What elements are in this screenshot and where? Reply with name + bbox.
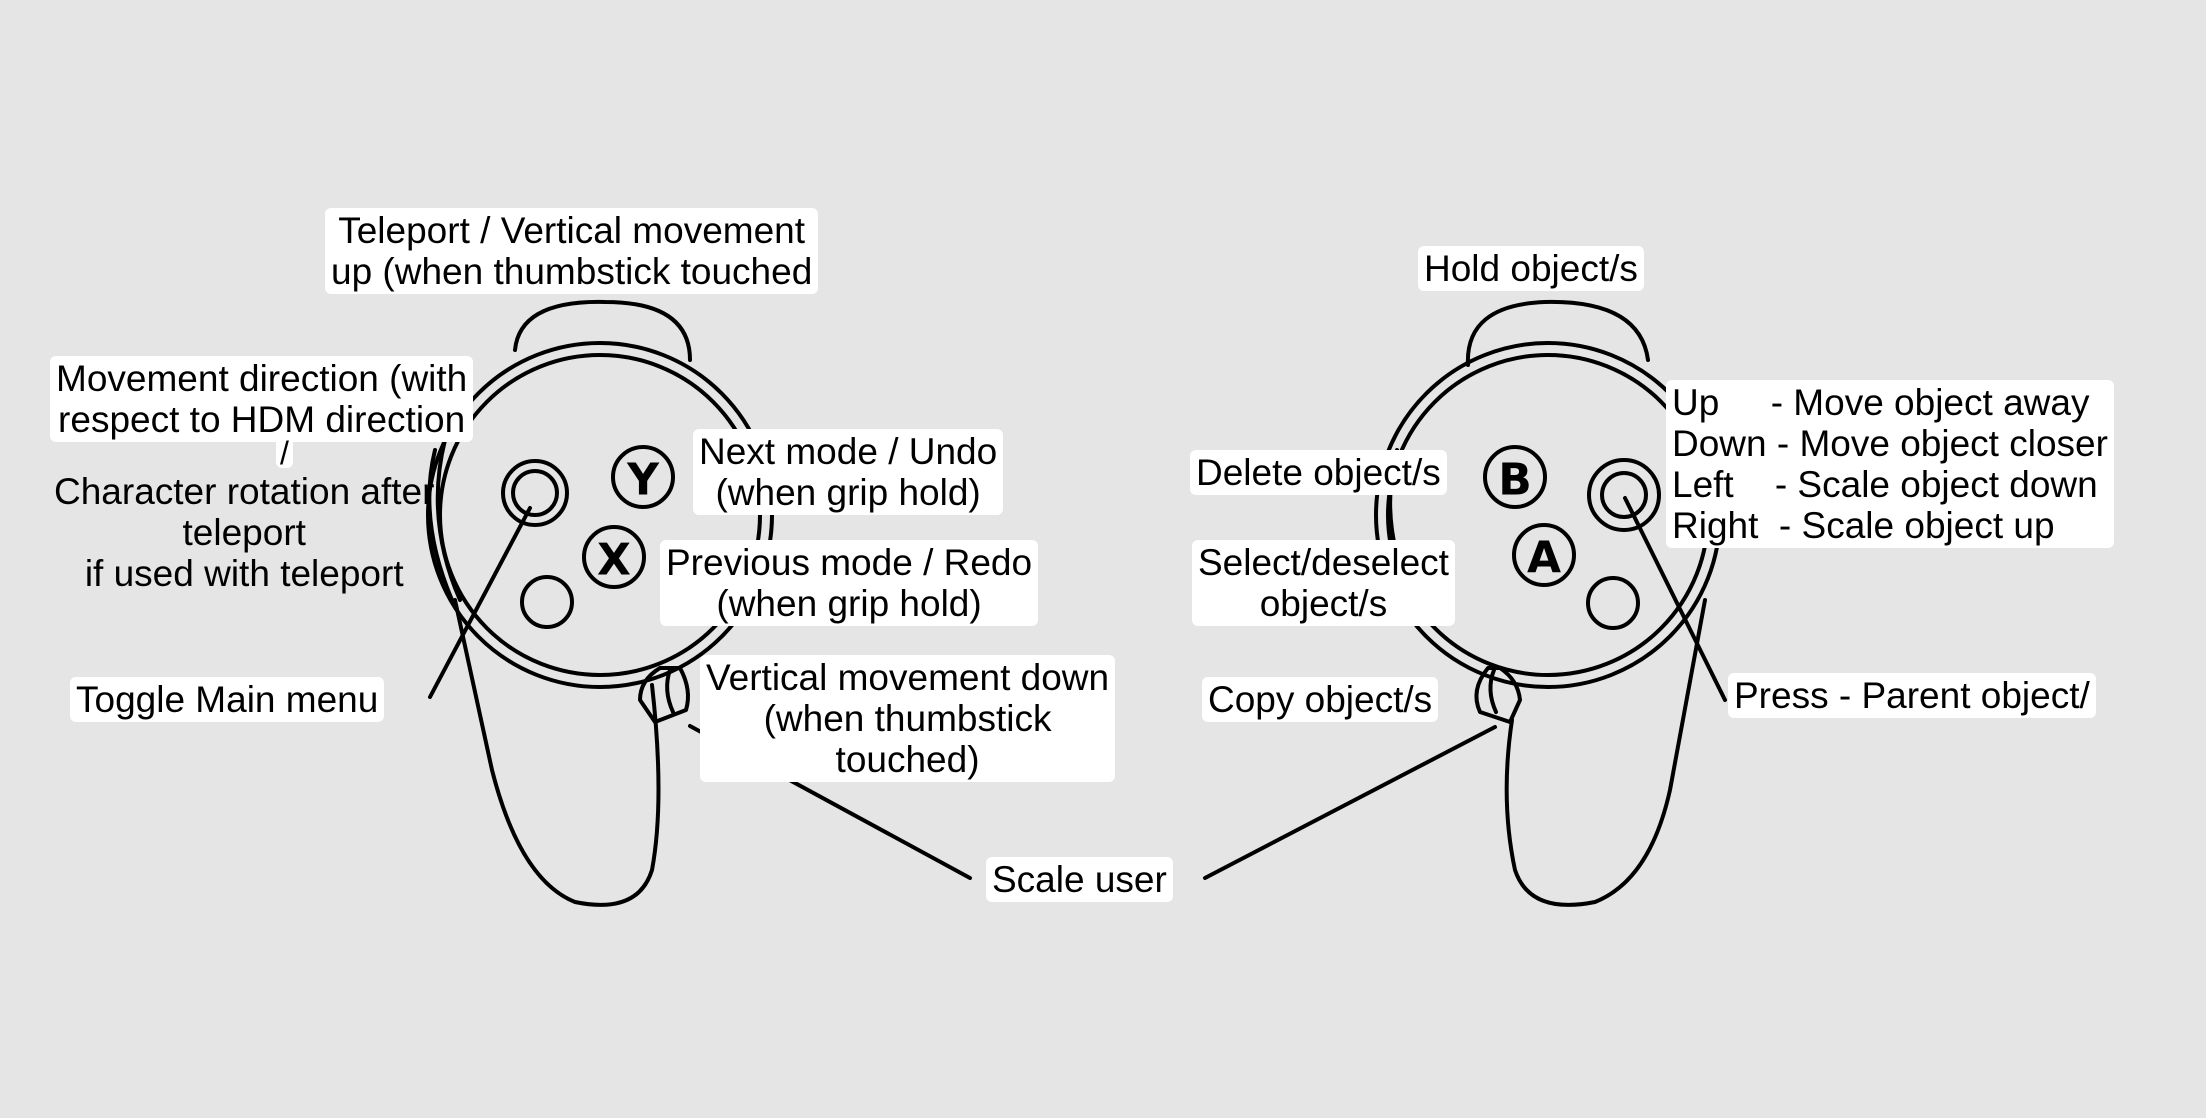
right-thumbstick-outer bbox=[1587, 458, 1661, 532]
label-x-button: Previous mode / Redo (when grip hold) bbox=[660, 540, 1039, 626]
x-button bbox=[582, 525, 646, 589]
left-ring-edge bbox=[435, 438, 462, 602]
label-left-grip: Vertical movement down (when thumbstick … bbox=[700, 655, 1116, 782]
label-scale-user: Scale user bbox=[986, 857, 1173, 902]
right-grip-inner bbox=[1488, 668, 1498, 714]
label-y-button: Next mode / Undo (when grip hold) bbox=[693, 429, 1004, 515]
b-button-letter: B bbox=[1498, 455, 1532, 506]
label-right-thumbstick-directions: Up - Move object away Down - Move object… bbox=[1666, 380, 2114, 548]
left-grip-inner bbox=[665, 668, 675, 714]
left-grip-button bbox=[638, 666, 690, 724]
label-left-trigger: Teleport / Vertical movement up (when th… bbox=[325, 208, 819, 294]
right-grip-button bbox=[1474, 666, 1522, 724]
leader-menu bbox=[428, 506, 532, 699]
left-menu-button bbox=[520, 575, 574, 629]
right-handle-outline bbox=[1504, 598, 1707, 907]
leader-thumbstick-press bbox=[1623, 496, 1727, 702]
y-button-letter: Y bbox=[626, 455, 660, 506]
right-menu-button bbox=[1586, 576, 1640, 630]
a-button bbox=[1512, 523, 1576, 587]
left-handle-outline bbox=[453, 598, 661, 907]
label-left-thumbstick-rotation: Character rotation after teleport if use… bbox=[54, 471, 435, 594]
y-button bbox=[611, 445, 675, 509]
left-ring-outer bbox=[426, 341, 774, 689]
right-thumbstick-inner bbox=[1600, 471, 1648, 519]
leader-scale-user-right bbox=[1203, 725, 1497, 880]
label-b-button: Delete object/s bbox=[1190, 450, 1447, 495]
left-ring-inner bbox=[438, 353, 762, 677]
left-ring-edge-2 bbox=[427, 448, 454, 602]
left-thumbstick-inner bbox=[511, 469, 559, 517]
label-a-button: Select/deselect object/s bbox=[1192, 540, 1455, 626]
label-left-slash: / bbox=[276, 437, 293, 469]
label-right-thumbstick-press: Press - Parent object/ bbox=[1728, 673, 2096, 718]
left-trigger-bump bbox=[513, 299, 692, 362]
label-left-thumbstick: Movement direction (with respect to HDM … bbox=[50, 356, 474, 442]
x-button-letter: X bbox=[597, 535, 631, 586]
right-ring-inner bbox=[1386, 353, 1710, 677]
a-button-letter: A bbox=[1527, 533, 1561, 584]
right-trigger-bump bbox=[1465, 299, 1650, 367]
left-thumbstick-outer bbox=[501, 459, 569, 527]
b-button bbox=[1483, 445, 1547, 509]
label-right-trigger: Hold object/s bbox=[1418, 246, 1644, 291]
label-right-grip: Copy object/s bbox=[1202, 677, 1439, 722]
label-menu-button: Toggle Main menu bbox=[70, 677, 385, 722]
